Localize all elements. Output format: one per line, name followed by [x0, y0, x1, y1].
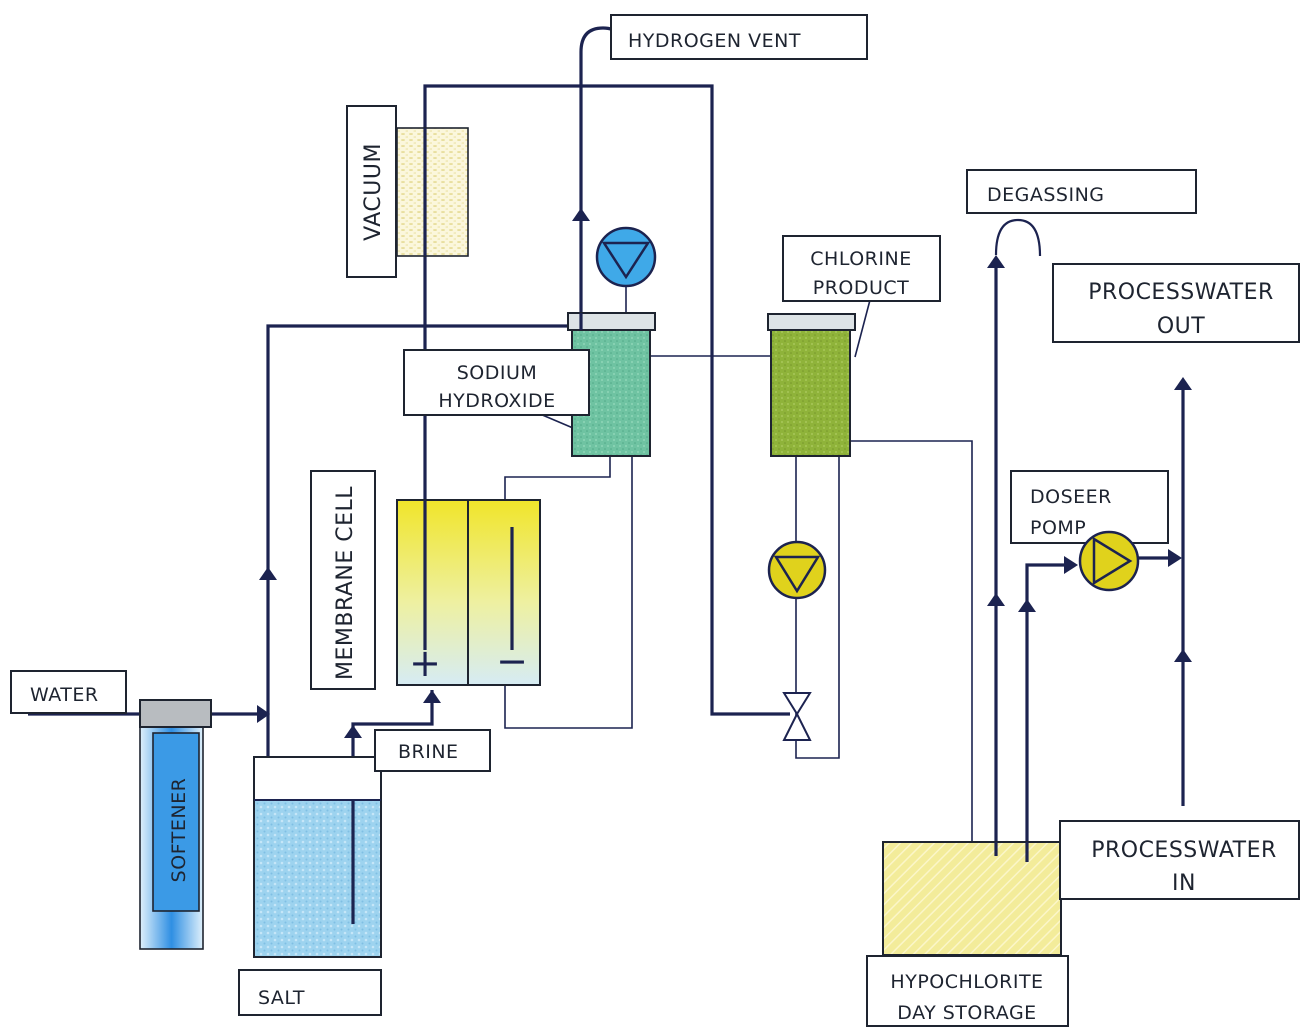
chlorine-to-storage-pipe [851, 440, 973, 870]
doseer-pomp-box [1010, 470, 1169, 544]
water-label: WATER [30, 684, 99, 706]
membrane-cell-label: MEMBRANE CELL [333, 486, 358, 680]
degassing-label-box [966, 169, 1197, 214]
membrane-cell-label-box [310, 470, 376, 690]
salt-label: SALT [258, 987, 305, 1009]
softener-label-box [152, 732, 200, 912]
naoh-feed-pipe [266, 324, 572, 770]
chlorine-pump-loop [795, 456, 840, 759]
arrow-icon [257, 705, 270, 723]
brine-label: BRINE [398, 741, 459, 763]
valve-icon [782, 692, 812, 741]
chlorine-tank [770, 329, 851, 457]
naoh-return-loop [504, 456, 633, 729]
processwater-in-line1: PROCESSWATER [1091, 838, 1277, 863]
chlorine-leader-line [854, 299, 871, 358]
dosing-suction-pipe [1025, 563, 1075, 862]
doseer-pomp-line2: POMP [1030, 517, 1086, 539]
hypochlorite-label-line2: DAY STORAGE [897, 1002, 1036, 1024]
pump-icon [595, 226, 657, 288]
arrow-icon [987, 255, 1005, 268]
hydrogen-vent-box [610, 14, 868, 60]
arrow-icon [1064, 556, 1078, 574]
naoh-label-line2: HYDROXIDE [438, 390, 555, 412]
softener-cap [139, 699, 212, 728]
softener-label: SOFTENER [168, 778, 190, 883]
salt-tank-liquid [255, 800, 380, 956]
processwater-in-line2: IN [1172, 871, 1196, 896]
pump-icon [1078, 530, 1140, 592]
water-label-box [10, 670, 127, 714]
arrow-icon [1168, 549, 1182, 567]
chlorine-label-line1: CHLORINE [810, 248, 911, 270]
processwater-in-box [1059, 820, 1300, 900]
processwater-out-line1: PROCESSWATER [1088, 280, 1274, 305]
vacuum-label-box [346, 105, 397, 278]
hypochlorite-label-line1: HYPOCHLORITE [890, 971, 1043, 993]
salt-label-box [238, 969, 382, 1016]
anode-sign: + [409, 641, 441, 685]
hydrogen-vent-label: HYDROGEN VENT [628, 30, 801, 52]
arrow-icon [987, 593, 1005, 606]
brine-label-box [374, 729, 491, 772]
cell-to-naoh-pipe [504, 456, 611, 500]
chlorine-label-box [782, 235, 941, 302]
vacuum-label: VACUUM [361, 143, 386, 241]
degassing-label: DEGASSING [987, 184, 1105, 206]
cathode-sign: − [496, 639, 528, 683]
naoh-label-box [403, 349, 590, 416]
arrow-icon [423, 690, 441, 703]
arrow-icon [1018, 599, 1036, 612]
hypochlorite-label-box [866, 955, 1069, 1027]
thin-pipes [504, 283, 973, 870]
chlorine-tank-lid [767, 313, 856, 331]
vacuum-filter [396, 127, 469, 257]
chlorine-label-line2: PRODUCT [813, 277, 910, 299]
arrow-icon [1174, 377, 1192, 390]
pipe-network [28, 26, 1185, 924]
arrow-icon [572, 208, 590, 221]
degassing-hook-icon [994, 218, 1042, 257]
hypochlorite-tank [882, 841, 1062, 956]
processwater-out-box [1052, 263, 1300, 343]
naoh-leader-line [539, 413, 574, 429]
arrow-icon [1174, 649, 1192, 662]
pump-icon [767, 540, 827, 600]
naoh-label-line1: SODIUM [457, 362, 538, 384]
arrow-icon [344, 725, 362, 738]
arrow-icon [259, 567, 277, 580]
processwater-out-line2: OUT [1157, 314, 1205, 339]
doseer-pomp-line1: DOSEER [1030, 486, 1112, 508]
